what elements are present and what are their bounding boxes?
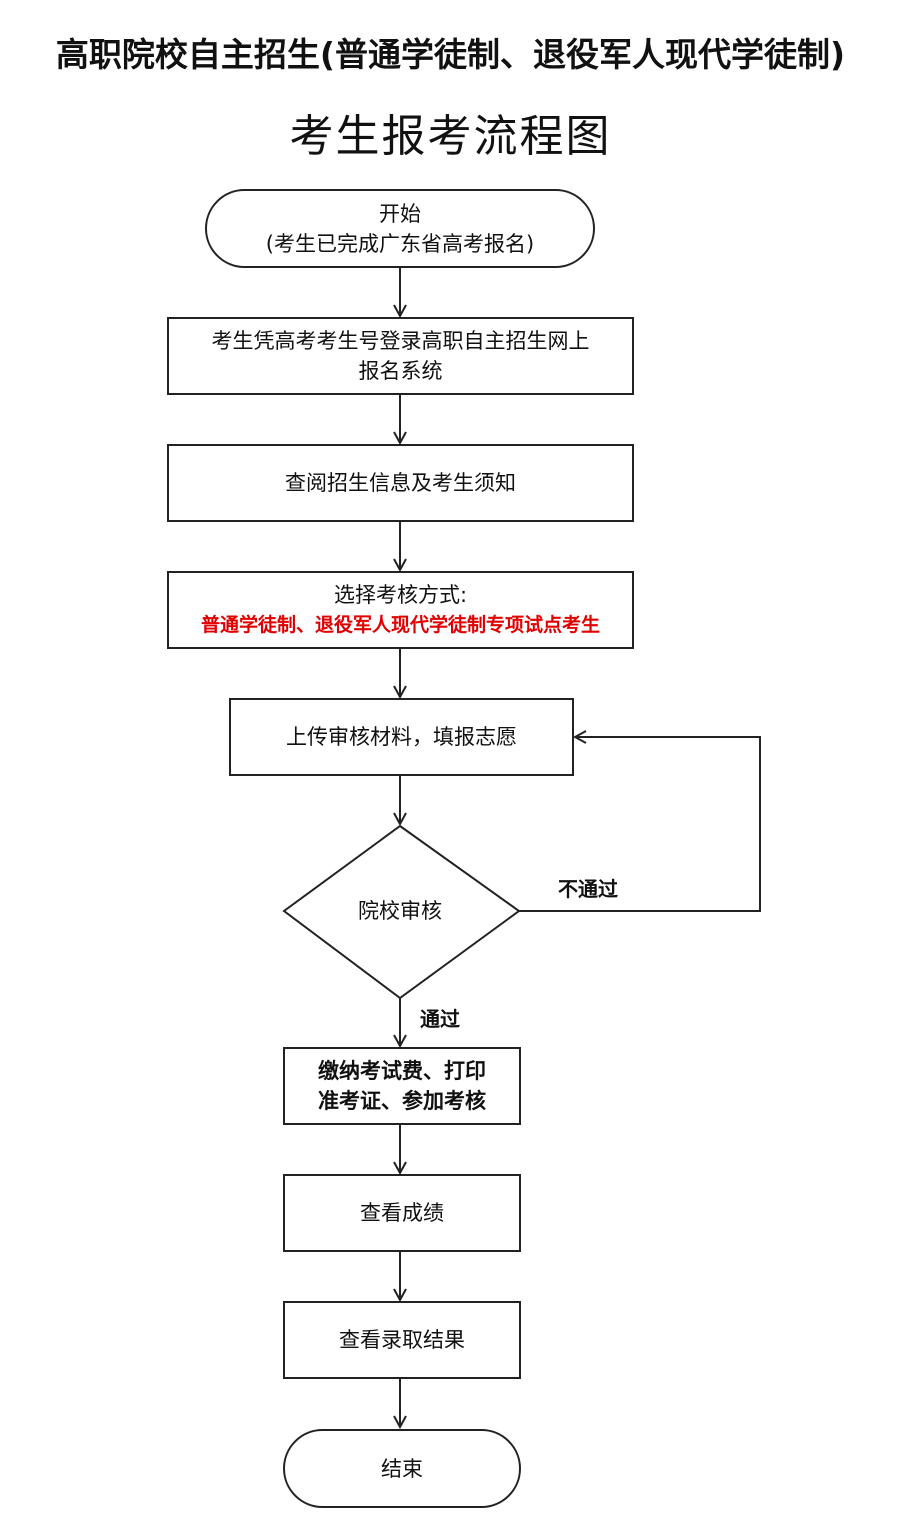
step-upload-label: 上传审核材料，填报志愿 [286, 725, 517, 749]
step-admission-label: 查看录取结果 [339, 1328, 465, 1352]
step-check-score: 查看成绩 [283, 1174, 521, 1252]
step-pay-line1: 缴纳考试费、打印 [318, 1059, 486, 1083]
step-pay-exam: 缴纳考试费、打印 准考证、参加考核 [283, 1047, 521, 1125]
start-note: (考生已完成广东省高考报名) [265, 231, 535, 256]
step-login-line2: 报名系统 [358, 359, 443, 383]
start-node: 开始 (考生已完成广东省高考报名) [205, 189, 595, 268]
page-subtitle: 考生报考流程图 [289, 111, 612, 162]
step-upload: 上传审核材料，填报志愿 [229, 698, 574, 776]
step-pay-line2: 准考证、参加考核 [318, 1089, 486, 1113]
step-choose-method: 选择考核方式: 普通学徒制、退役军人现代学徒制专项试点考生 [167, 571, 634, 649]
step-read-label: 查阅招生信息及考生须知 [285, 471, 516, 495]
end-node: 结束 [283, 1429, 521, 1508]
step-choose-options: 普通学徒制、退役军人现代学徒制专项试点考生 [200, 614, 600, 636]
step-login: 考生凭高考考生号登录高职自主招生网上 报名系统 [167, 317, 634, 395]
label-fail: 不通过 [558, 877, 618, 901]
step-score-label: 查看成绩 [360, 1201, 444, 1225]
page-title: 高职院校自主招生(普通学徒制、退役军人现代学徒制) [55, 35, 846, 74]
step-read-info: 查阅招生信息及考生须知 [167, 444, 634, 522]
decision-diamond [282, 824, 521, 1000]
label-pass: 通过 [420, 1007, 460, 1031]
step-choose-label: 选择考核方式: [333, 583, 468, 607]
step-check-admission: 查看录取结果 [283, 1301, 521, 1379]
step-login-line1: 考生凭高考考生号登录高职自主招生网上 [211, 329, 590, 353]
end-label: 结束 [381, 1456, 423, 1481]
decision-label: 院校审核 [358, 899, 442, 923]
arrow-fail-loop [519, 737, 761, 912]
decision-label-wrap: 院校审核 [330, 896, 470, 926]
start-label: 开始 [379, 201, 421, 226]
